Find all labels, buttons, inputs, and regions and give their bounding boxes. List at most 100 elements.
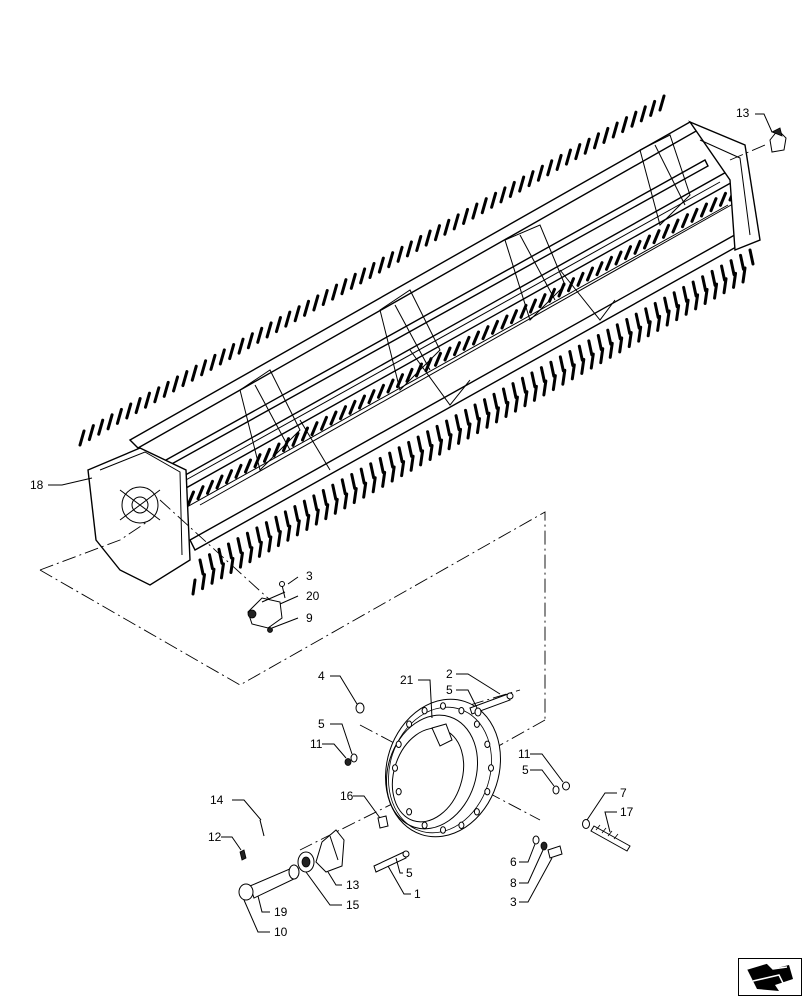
reel-tine	[658, 94, 666, 112]
reel-tine	[558, 355, 565, 373]
reel-tine	[652, 229, 661, 245]
reel-tine	[722, 277, 728, 295]
reel-tine	[424, 229, 432, 247]
reel-tine	[321, 489, 328, 507]
ring-bolt-hole	[406, 720, 413, 728]
reel-tine	[663, 296, 670, 314]
reel-tine	[671, 218, 680, 234]
ring-bolt-hole	[458, 707, 465, 715]
reel-tine	[153, 386, 161, 404]
reel-tine	[557, 282, 566, 298]
reel-tine	[362, 481, 368, 499]
ring-bolt-hole	[484, 788, 491, 796]
reel-tine	[536, 164, 544, 182]
reel-tine	[589, 352, 595, 370]
reel-tine	[510, 309, 518, 325]
reel-tine	[198, 558, 205, 576]
reel-tine	[321, 289, 329, 307]
reel-tine	[504, 400, 510, 418]
reel-tine	[367, 389, 376, 405]
reel-tine	[378, 456, 385, 474]
reel-tines-middle	[158, 186, 737, 522]
reel-tine	[630, 110, 638, 128]
reel-tine	[433, 224, 441, 242]
reel-tine	[238, 551, 244, 569]
reel-tine	[595, 261, 604, 277]
reel-tine	[624, 245, 632, 261]
reel-tine	[748, 248, 755, 266]
ring-bolt-hole	[421, 821, 428, 829]
part-3-bolt-lower	[547, 845, 563, 859]
reel-tine	[291, 431, 300, 447]
part-4-nut	[355, 702, 365, 714]
reel-tine	[359, 267, 367, 285]
reel-tine	[435, 424, 442, 442]
reel-tine	[462, 335, 471, 351]
reel-tine	[606, 328, 613, 346]
part-5-bolt-lower	[373, 850, 410, 873]
reel-tine	[549, 360, 556, 378]
callout-leaders	[48, 113, 773, 933]
reel-tine	[264, 521, 271, 539]
callout-12: 12	[208, 830, 222, 844]
reel-tine	[387, 251, 395, 269]
reel-tine	[656, 314, 662, 332]
reel-tine	[639, 105, 647, 123]
reel-tine	[691, 280, 698, 298]
callout-15: 15	[346, 898, 360, 912]
part-10-cap	[238, 883, 254, 901]
reel-tine	[371, 476, 377, 494]
reel-tine	[244, 458, 252, 474]
reel-tine	[452, 213, 460, 231]
reel-tine	[561, 368, 567, 386]
ring-bolt-hole	[484, 740, 491, 748]
reel-tine	[340, 278, 348, 296]
callout-13: 13	[346, 878, 360, 892]
reel-tine	[255, 526, 262, 544]
next-page-button[interactable]	[738, 958, 802, 996]
callout-16: 16	[340, 789, 354, 803]
reel-tine	[494, 406, 500, 424]
reel-tine	[576, 271, 585, 287]
reel-tine	[246, 332, 254, 350]
callout-10: 10	[274, 925, 288, 939]
callout-5: 5	[522, 763, 529, 777]
reel-tine	[206, 479, 214, 495]
callout-5: 5	[406, 866, 413, 880]
reel-tine	[443, 346, 452, 362]
reel-tine	[407, 440, 414, 458]
reel-tine	[649, 99, 657, 117]
reel-tine	[358, 394, 366, 410]
reel-tine	[303, 299, 311, 317]
reel-tine	[694, 293, 700, 311]
reel-end-plate-left	[87, 447, 191, 586]
reel-tine	[577, 344, 584, 362]
reel-tine	[741, 266, 747, 284]
reel-tine	[218, 348, 226, 366]
callout-11: 11	[310, 737, 323, 751]
ring-bolt-hole	[406, 808, 413, 816]
reel-tine	[405, 240, 413, 258]
reel-tine	[415, 362, 423, 378]
callout-19: 19	[274, 905, 288, 919]
part-13-upper-bracket	[769, 127, 787, 153]
next-page-arrow-icon	[746, 962, 793, 991]
ring-bolt-hole	[473, 808, 480, 816]
reel-tine	[331, 283, 339, 301]
reel-tine	[719, 191, 727, 207]
reel-tine	[329, 410, 338, 426]
reel-tine	[564, 148, 572, 166]
reel-tine	[443, 218, 451, 236]
reel-tine	[234, 463, 243, 479]
reel-tine	[400, 460, 406, 478]
callout-8: 8	[510, 876, 517, 890]
part-7-washer	[582, 819, 590, 829]
reel-tine	[485, 411, 491, 429]
reel-tine	[709, 197, 718, 213]
reel-tine	[368, 262, 376, 279]
reel-tine	[519, 303, 528, 319]
ring-bolt-hole	[488, 764, 494, 772]
reel-tine	[570, 363, 576, 381]
